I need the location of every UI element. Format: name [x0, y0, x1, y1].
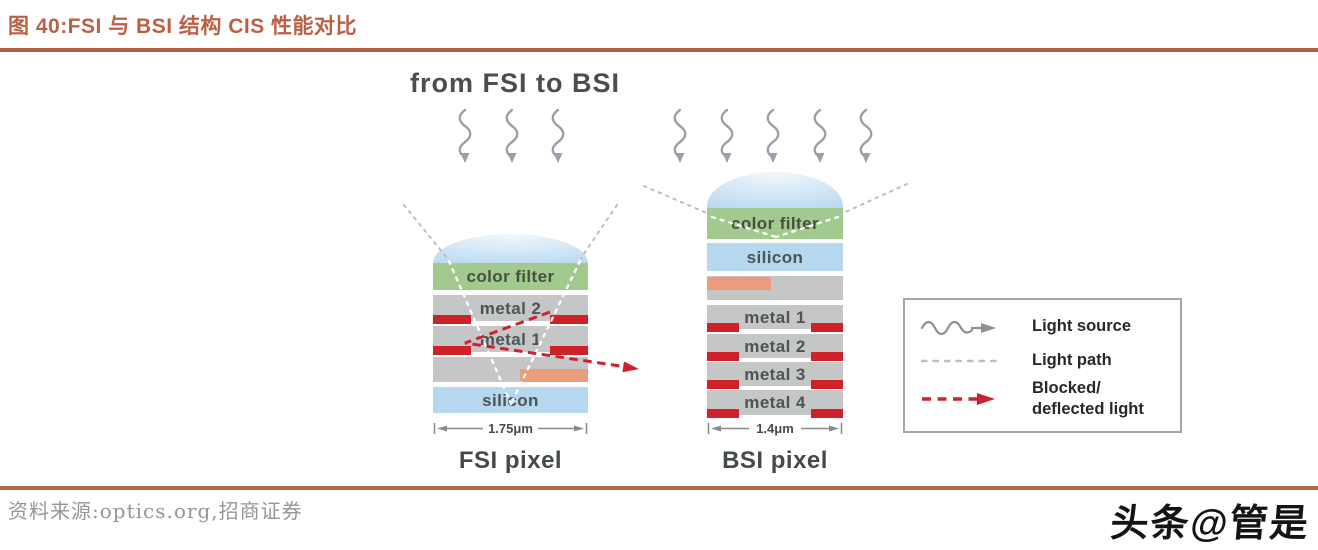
blocked-light-icon	[922, 393, 995, 405]
bsi-layer-silicon: silicon	[707, 243, 843, 271]
fsi-dimension: 1.75μm	[433, 421, 588, 436]
fsi-photodiode-patch	[520, 369, 588, 382]
light-source-icon	[720, 108, 734, 165]
fsi-dimension-value: 1.75μm	[488, 421, 533, 436]
legend-row-blocked-light: Blocked/ deflected light	[919, 376, 1144, 422]
light-source-icon	[458, 108, 472, 165]
blocked-light-arrowhead	[622, 361, 639, 373]
light-path-icon	[920, 359, 1001, 363]
legend-box: Light source Light path Blocked/ deflect…	[903, 298, 1182, 433]
legend-blocked-line1: Blocked/	[1032, 378, 1101, 397]
toutiao-watermark: 头条@管是	[1108, 503, 1312, 545]
bsi-metal4-bar-left	[707, 409, 739, 418]
fsi-layer-metal1: metal 1	[433, 326, 588, 355]
light-source-icon	[505, 108, 519, 165]
legend-label-light-source: Light source	[1032, 317, 1132, 336]
bsi-pixel-label: BSI pixel	[722, 447, 828, 474]
dim-arrow-left	[711, 425, 721, 432]
fsi-layer-color-filter: color filter	[433, 263, 588, 290]
dim-arrow-left	[437, 425, 447, 432]
fsi-metal2-bar-right	[550, 315, 588, 324]
light-source-icon	[813, 108, 827, 165]
bsi-silicon-label: silicon	[746, 247, 804, 267]
bsi-microlens	[707, 172, 843, 208]
bsi-dimension-value: 1.4μm	[756, 421, 794, 436]
legend-row-light-path: Light path	[919, 348, 1112, 374]
bsi-color-filter-label: color filter	[731, 214, 819, 233]
fsi-layer-dielectric	[433, 357, 588, 382]
bsi-metal3-bar-right	[811, 380, 843, 389]
fsi-layer-silicon: silicon	[433, 387, 588, 413]
light-source-icon	[673, 108, 687, 165]
bsi-light-path-outer-left	[643, 185, 710, 215]
fsi-metal2-label: metal 2	[479, 298, 542, 318]
legend-row-light-source: Light source	[919, 314, 1131, 340]
fsi-metal1-bar-right	[550, 346, 588, 355]
footer-divider	[0, 486, 1318, 490]
light-source-icon	[551, 108, 565, 165]
bsi-layer-dielectric	[707, 276, 843, 300]
bsi-metal1-label: metal 1	[744, 307, 806, 327]
fsi-microlens	[433, 234, 588, 263]
light-source-icon	[766, 108, 780, 165]
bsi-metal1-bar-right	[811, 323, 843, 332]
bsi-layer-metal1: metal 1	[707, 305, 843, 332]
fsi-metal1-label: metal 1	[479, 329, 542, 349]
bsi-layer-metal4: metal 4	[707, 390, 843, 418]
bsi-metal2-label: metal 2	[744, 336, 806, 356]
light-source-icon	[920, 320, 996, 336]
bsi-photodiode-patch	[707, 277, 771, 290]
fsi-layer-metal2: metal 2	[433, 295, 588, 324]
bsi-metal3-label: metal 3	[744, 364, 806, 384]
bsi-metal4-bar-right	[811, 409, 843, 418]
fsi-color-filter-label: color filter	[466, 267, 555, 286]
bsi-metal2-bar-left	[707, 352, 739, 361]
legend-blocked-line2: deflected light	[1032, 400, 1144, 418]
bsi-layer-metal2: metal 2	[707, 334, 843, 361]
light-source-icon	[859, 108, 873, 165]
figure-title: 图 40:FSI 与 BSI 结构 CIS 性能对比	[8, 15, 358, 38]
bsi-metal1-bar-left	[707, 323, 739, 332]
title-underline	[0, 48, 1318, 52]
fsi-metal2-bar-left	[433, 315, 471, 324]
fsi-light-path-outer-right	[580, 204, 618, 259]
bsi-layer-color-filter: color filter	[707, 208, 843, 239]
bsi-layer-metal3: metal 3	[707, 362, 843, 389]
dim-arrow-right	[574, 425, 584, 432]
source-attribution: 资料来源:optics.org,招商证券	[8, 499, 303, 523]
bsi-metal4-label: metal 4	[744, 393, 806, 412]
fsi-metal1-bar-left	[433, 346, 471, 355]
diagram-title: from FSI to BSI	[410, 68, 620, 98]
bsi-metal2-bar-right	[811, 352, 843, 361]
bsi-light-path-outer-right	[840, 183, 908, 215]
bsi-metal3-bar-left	[707, 380, 739, 389]
fsi-silicon-label: silicon	[482, 390, 539, 410]
dim-arrow-right	[829, 425, 839, 432]
bsi-dimension: 1.4μm	[707, 421, 843, 436]
legend-label-light-path: Light path	[1032, 351, 1112, 370]
legend-label-blocked-light: Blocked/ deflected light	[1032, 378, 1144, 421]
fsi-pixel-label: FSI pixel	[458, 447, 563, 474]
